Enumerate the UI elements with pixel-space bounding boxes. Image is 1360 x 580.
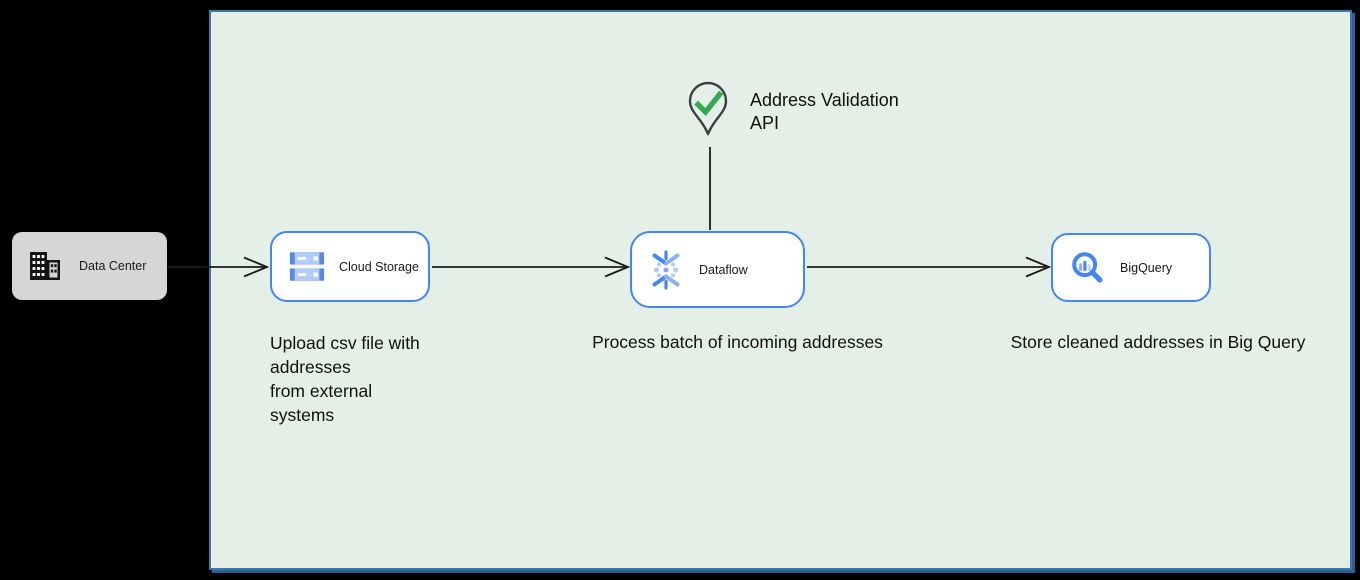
dataflow-icon xyxy=(652,249,680,290)
map-pin-check-icon xyxy=(686,80,730,138)
node-cloud-storage[interactable]: Cloud Storage xyxy=(270,231,430,302)
node-label-dataflow: Dataflow xyxy=(699,262,748,277)
node-label-cloud-storage: Cloud Storage xyxy=(339,259,419,274)
cloud-storage-icon xyxy=(289,252,325,281)
caption-upload-csv: Upload csv file with addresses from exte… xyxy=(270,333,420,425)
node-label-bigquery: BigQuery xyxy=(1120,260,1173,275)
node-dataflow[interactable]: Dataflow xyxy=(630,231,805,308)
caption-store-cleaned: Store cleaned addresses in Big Query xyxy=(1010,332,1306,352)
node-bigquery[interactable]: BigQuery xyxy=(1051,233,1211,302)
node-label-data-center: Data Center xyxy=(79,259,147,273)
building-icon xyxy=(30,252,60,280)
bigquery-icon xyxy=(1072,251,1103,282)
caption-process-batch: Process batch of incoming addresses xyxy=(592,332,883,352)
annotation-address-validation-api: Address Validation API xyxy=(750,90,899,133)
node-data-center[interactable]: Data Center xyxy=(12,232,167,300)
